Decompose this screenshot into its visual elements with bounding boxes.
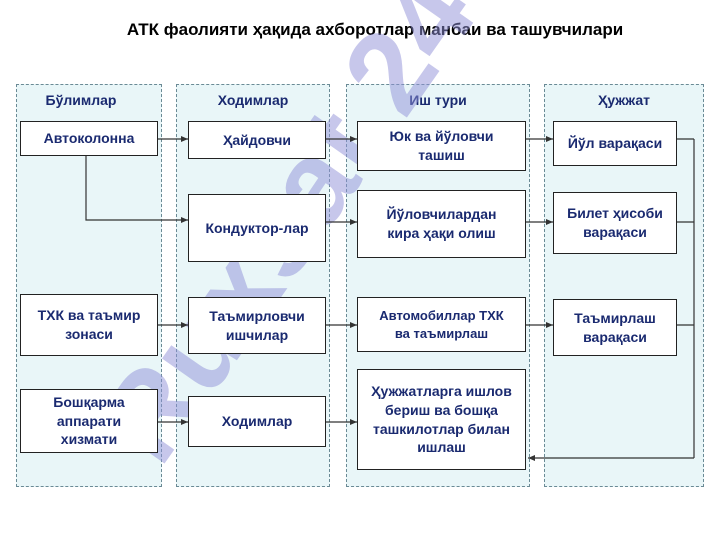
node-repair-sheet: Таъмирлаш варақаси xyxy=(553,299,677,356)
node-conductor: Кондуктор-лар xyxy=(188,194,326,262)
column-heading-departments: Бўлимлар xyxy=(45,92,117,108)
node-repairers: Таъмирловчи ишчилар xyxy=(188,297,326,354)
node-auto-repair: Автомобиллар ТХК ва таъмирлаш xyxy=(357,297,526,352)
node-driver: Ҳайдовчи xyxy=(188,121,326,159)
column-heading-document: Ҳужжат xyxy=(598,92,650,108)
column-heading-work: Иш тури xyxy=(409,92,467,108)
node-management: Бошқарма аппарати хизмати xyxy=(20,389,158,453)
node-autocolumn: Автоколонна xyxy=(20,121,158,156)
node-cargo: Юк ва йўловчи ташиш xyxy=(357,121,526,171)
node-waybill: Йўл варақаси xyxy=(553,121,677,166)
page-title: АТК фаолияти ҳақида ахборотлар манбаи ва… xyxy=(126,20,624,39)
column-heading-staff: Ходимлар xyxy=(217,92,289,108)
node-fare: Йўловчилардан кира ҳақи олиш xyxy=(357,190,526,258)
node-docs-work: Ҳужжатларга ишлов бериш ва бошқа ташкило… xyxy=(357,369,526,470)
node-tkh-zone: ТХК ва таъмир зонаси xyxy=(20,294,158,356)
node-employees: Ходимлар xyxy=(188,396,326,447)
node-ticket: Билет ҳисоби варақаси xyxy=(553,192,677,254)
